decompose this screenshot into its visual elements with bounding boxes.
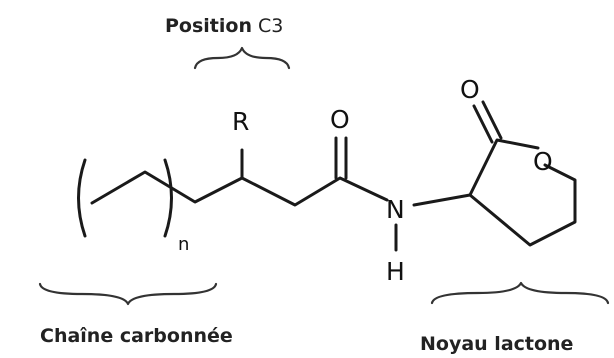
lactone-ring-brace [430,281,610,305]
repeat-subscript-n: n [178,234,189,255]
hydrogen-atom: H [386,257,405,286]
position-c3-brace [193,46,291,70]
carbon-chain-brace [38,282,218,306]
lactone-carbonyl-oxygen-atom: O [460,75,480,104]
position-c3-label: Position C3 [165,15,283,37]
lactone-ring-bonds [468,138,577,247]
c3-word: C3 [252,15,283,37]
nitrogen-atom: N [386,195,405,224]
ring-oxygen-atom: O [533,147,553,176]
lactone-carbonyl-double-bond-a [472,104,494,144]
right-parenthesis [163,158,173,238]
carbon-chain-label: Chaîne carbonnée [40,325,233,347]
lactone-carbonyl-double-bond-b [481,100,503,140]
r-group-atom: R [232,107,249,136]
left-parenthesis [77,158,87,238]
carbon-chain-bonds [90,170,389,207]
position-word: Position [165,15,252,37]
carbonyl-oxygen-atom: O [330,105,350,134]
lactone-ring-label: Noyau lactone [420,333,573,355]
n-to-ring-bond [412,193,472,207]
